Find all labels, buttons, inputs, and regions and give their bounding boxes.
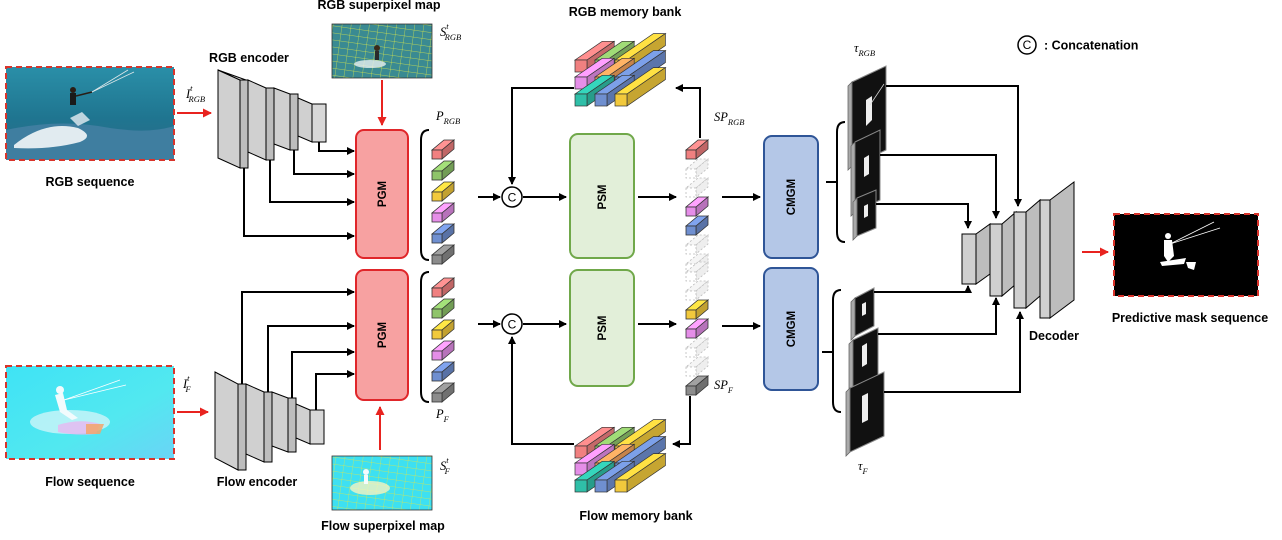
- flow-encoder-connections: [241, 288, 355, 410]
- tau-rgb-feature-maps: [847, 65, 887, 241]
- rgb-encoder: [217, 69, 327, 169]
- flow-concat-symbol: C: [508, 318, 517, 332]
- flow-selected-prototype-3: [684, 299, 710, 320]
- legend-text: : Concatenation: [1044, 39, 1138, 53]
- p-rgb-label: PRGB: [435, 109, 460, 126]
- tau-rgb-bracket: [836, 121, 846, 243]
- cmgm-rgb-label: CMGM: [786, 179, 798, 215]
- flow-encoder-label: Flow encoder: [217, 475, 298, 489]
- rgb-sequence-label: RGB sequence: [46, 175, 135, 189]
- sp-rgb-label: SPRGB: [714, 110, 744, 127]
- output-label: Predictive mask sequence: [1112, 311, 1268, 325]
- flow-selected-prototype-6: [684, 356, 710, 377]
- rgb-concat-symbol: C: [508, 191, 517, 205]
- psm-rgb-label: PSM: [597, 185, 609, 210]
- tau-rgb-label: τRGB: [854, 41, 875, 58]
- rgb-selected-prototype-stack: [684, 139, 710, 274]
- rgb-memory-bank-label: RGB memory bank: [569, 5, 682, 19]
- rgb-memory-to-concat-arrow: [508, 87, 574, 185]
- rgb-superpixel-title: RGB superpixel map: [318, 0, 441, 12]
- rgb-memory-bank: [573, 32, 667, 107]
- flow-superpixel-map: [331, 455, 433, 511]
- pgm-rgb-label: PGM: [377, 181, 389, 207]
- rgb-prototype-4: [430, 202, 456, 223]
- cmgm-flow-module: [763, 267, 819, 391]
- rgb-selected-prototype-5: [684, 215, 710, 236]
- rgb-encoder-label: RGB encoder: [209, 51, 289, 65]
- flow-selected-prototype-stack: [684, 261, 710, 396]
- flow-sequence-label: Flow sequence: [45, 475, 135, 489]
- flow-concat-node: [501, 313, 523, 335]
- rgb-selected-prototype-1: [684, 139, 710, 160]
- flow-prototype-3: [430, 319, 456, 340]
- rgb-selected-prototype-2: [684, 158, 710, 179]
- p-f-label: PF: [435, 407, 450, 424]
- flow-prototype-1: [430, 277, 456, 298]
- legend-concat-icon: [1017, 35, 1037, 55]
- legend-symbol: C: [1023, 38, 1032, 52]
- tau-f-feature-maps: [845, 287, 885, 457]
- tau-f-bracket: [832, 289, 842, 413]
- flow-memory-cell-9: [613, 452, 667, 493]
- rgb-prototype-3: [430, 181, 456, 202]
- rgb-prototype-2: [430, 160, 456, 181]
- flow-selected-prototype-4: [684, 318, 710, 339]
- rgb-selected-prototype-4: [684, 196, 710, 217]
- rgb-concat-node: [501, 186, 523, 208]
- flow-prototype-5: [430, 361, 456, 382]
- flow-prototype-stack: [430, 277, 456, 403]
- psm-flow-label: PSM: [597, 316, 609, 341]
- flow-selected-prototype-2: [684, 280, 710, 301]
- flow-input-image: [5, 365, 175, 460]
- decoder-block: [961, 181, 1075, 319]
- rgb-selected-prototype-3: [684, 177, 710, 198]
- flow-encoder: [214, 371, 325, 471]
- rgb-superpixel-map: [331, 23, 433, 79]
- decoder-label: Decoder: [1029, 329, 1079, 343]
- psm-flow-module: [569, 269, 635, 387]
- flow-memory-bank: [573, 418, 667, 493]
- sp-f-label: SPF: [714, 378, 734, 395]
- concatenation-legend: C : Concatenation: [1017, 35, 1138, 55]
- rgb-prototype-1: [430, 139, 456, 160]
- rgb-prototype-6: [430, 244, 456, 265]
- flow-selected-prototype-1: [684, 261, 710, 282]
- psm-rgb-module: [569, 133, 635, 259]
- rgb-sp-to-memory-arrow: [675, 84, 701, 138]
- pgm-flow-module: [355, 269, 409, 401]
- cmgm-flow-label: CMGM: [786, 311, 798, 347]
- flow-memory-to-concat-arrow: [508, 336, 574, 445]
- cmgm-rgb-module: [763, 135, 819, 259]
- flow-prototype-bracket: [420, 271, 430, 403]
- flow-prototype-6: [430, 382, 456, 403]
- flow-sp-to-memory-arrow: [672, 396, 691, 448]
- rgb-selected-prototype-6: [684, 234, 710, 255]
- flow-selected-prototype-5: [684, 337, 710, 358]
- pgm-rgb-module: [355, 129, 409, 259]
- flow-memory-bank-label: Flow memory bank: [579, 509, 692, 523]
- rgb-memory-cell-9: [613, 66, 667, 107]
- predicted-mask-image: [1113, 213, 1259, 297]
- rgb-prototype-bracket: [420, 129, 430, 261]
- rgb-input-image: [5, 66, 175, 161]
- flow-selected-prototype-7: [684, 375, 710, 396]
- pgm-flow-label: PGM: [377, 322, 389, 348]
- flow-prototype-2: [430, 298, 456, 319]
- flow-prototype-4: [430, 340, 456, 361]
- rgb-encoder-connections: [243, 142, 355, 240]
- tau-to-decoder-connections: [874, 85, 1024, 393]
- rgb-prototype-5: [430, 223, 456, 244]
- tau-f-label: τF: [858, 459, 868, 476]
- flow-superpixel-title: Flow superpixel map: [321, 519, 445, 533]
- rgb-prototype-stack: [430, 139, 456, 265]
